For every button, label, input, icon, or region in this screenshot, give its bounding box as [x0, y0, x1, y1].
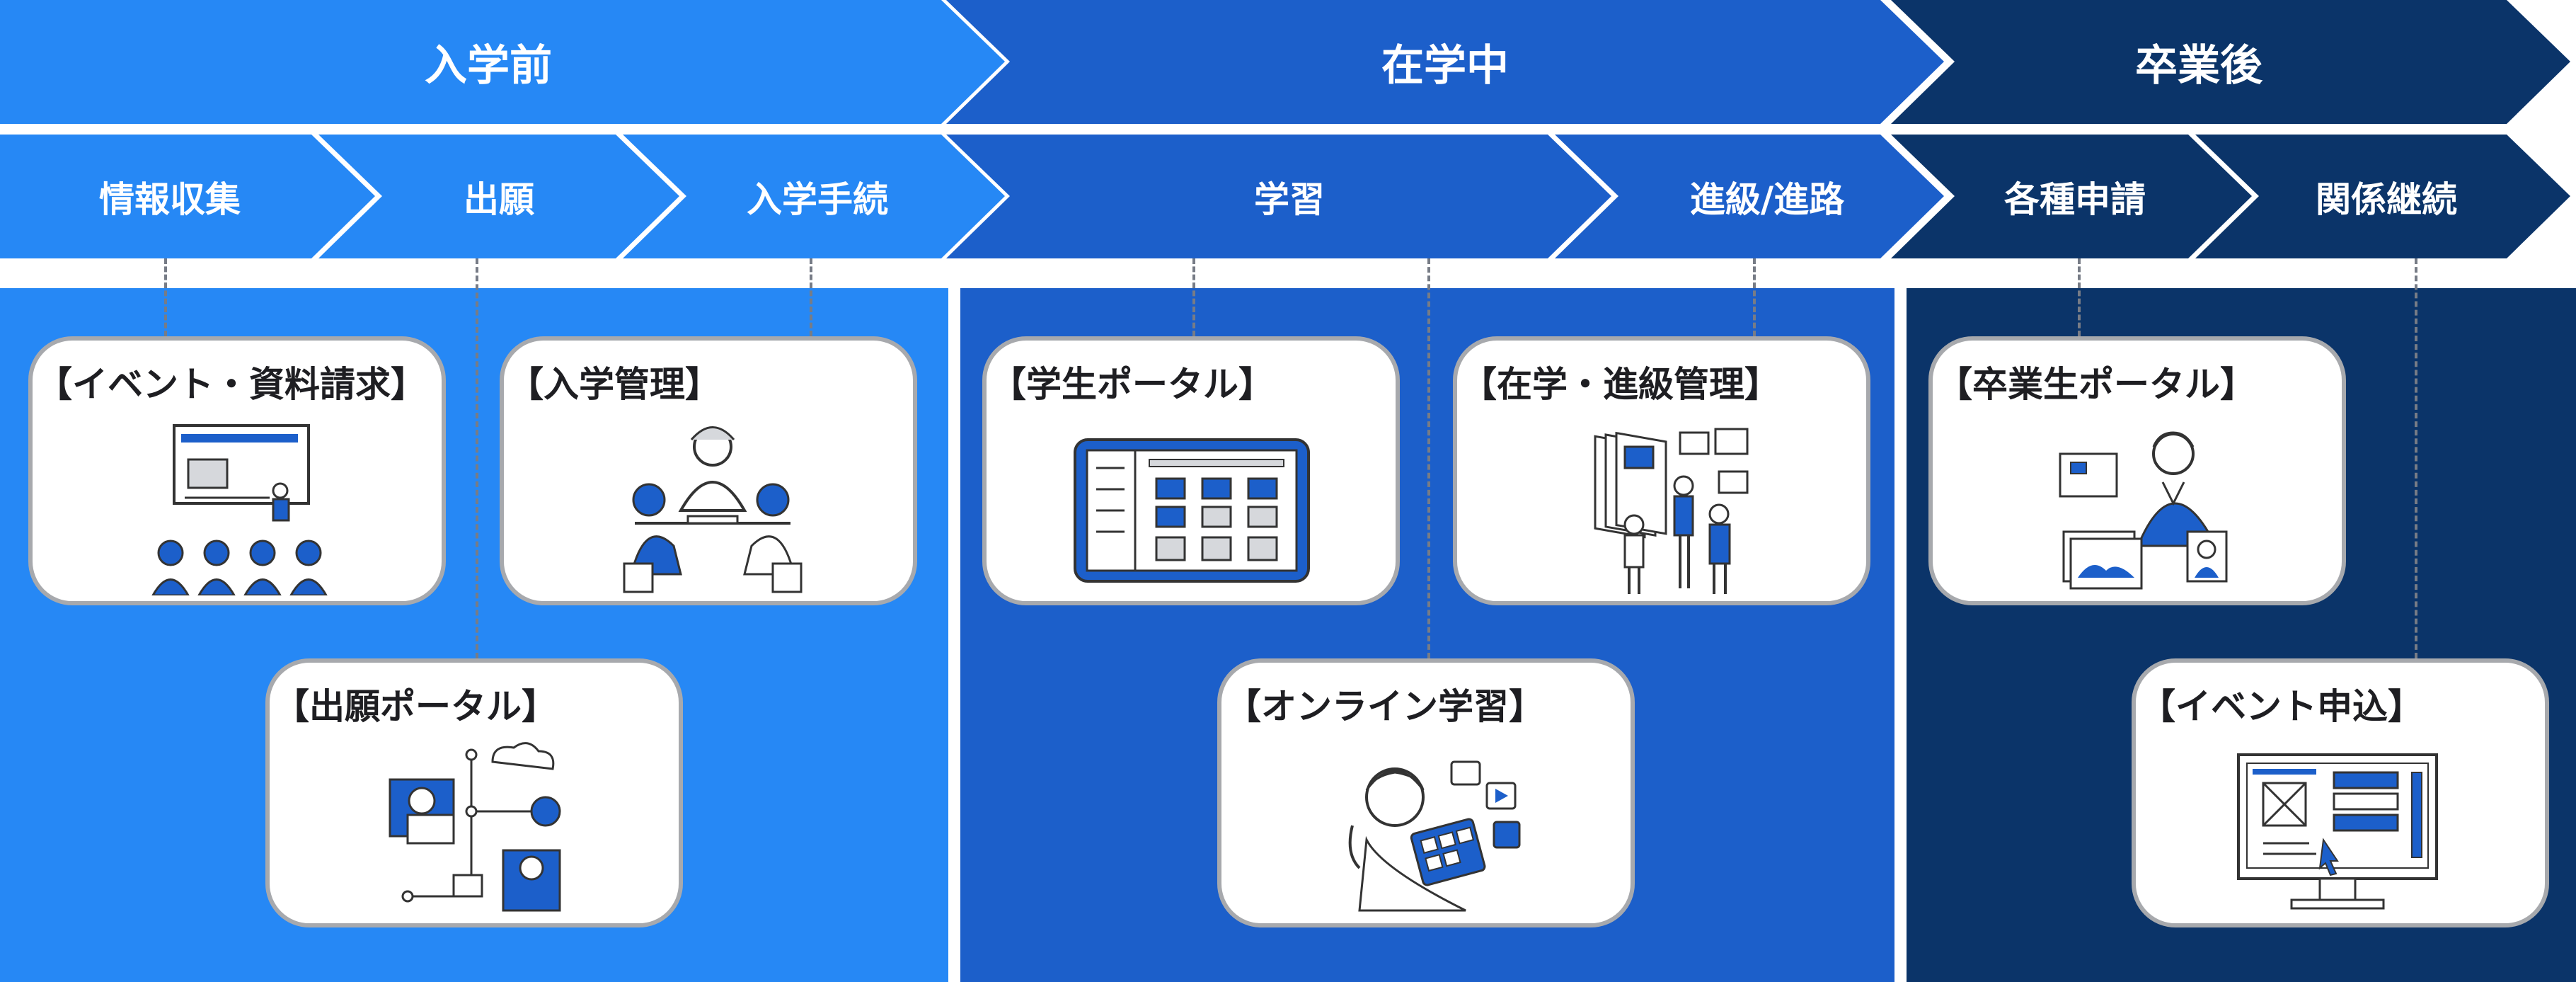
- card-alumni-portal[interactable]: 【卒業生ポータル】: [1928, 336, 2346, 605]
- card-title: 【在学・進級管理】: [1461, 364, 1780, 405]
- step-arrow-shape: [1555, 135, 1944, 258]
- step-arrow-progression: 進級/進路: [1555, 135, 1965, 258]
- seminar-presentation-icon: [151, 424, 328, 595]
- card-application-portal[interactable]: 【出願ポータル】: [265, 658, 683, 927]
- step-label-enrollment: 入学手続: [747, 178, 888, 220]
- phase-arrow-shape: [946, 0, 1944, 124]
- step-arrow-info-gathering: 情報収集: [0, 135, 382, 258]
- step-arrow-shape: [2195, 135, 2570, 258]
- alumni-portal-photos-icon: [2059, 431, 2228, 590]
- card-enrollment-progression-management[interactable]: 【在学・進級管理】: [1453, 336, 1870, 605]
- document-management-team-icon: [1594, 428, 1749, 594]
- step-arrow-relationship: 関係継続: [2195, 135, 2576, 258]
- card-admission-management[interactable]: 【入学管理】: [500, 336, 917, 605]
- phase-label-pre-admission: 入学前: [425, 41, 552, 91]
- card-online-learning[interactable]: 【オンライン学習】: [1217, 658, 1635, 927]
- step-label-applications: 各種申請: [2004, 178, 2146, 220]
- step-arrow-learning: 学習: [946, 135, 1618, 258]
- phase-arrow-post-graduation: 卒業後: [1891, 0, 2576, 124]
- step-label-relationship: 関係継続: [2316, 178, 2457, 220]
- online-application-network-icon: [389, 742, 561, 912]
- connector-info-gathering: [164, 258, 167, 336]
- phase-label-post-graduation: 卒業後: [2135, 41, 2262, 91]
- connector-learning-online: [1427, 258, 1430, 658]
- online-learning-tablet-icon: [1348, 760, 1521, 912]
- step-arrow-applications: 各種申請: [1891, 135, 2259, 258]
- card-title: 【卒業生ポータル】: [1937, 364, 2255, 405]
- step-arrow-enrollment: 入学手続: [623, 135, 1012, 258]
- card-event-registration[interactable]: 【イベント申込】: [2132, 658, 2549, 927]
- phase-arrow-enrolled: 在学中: [946, 0, 1965, 124]
- card-title: 【オンライン学習】: [1226, 686, 1544, 727]
- card-title: 【学生ポータル】: [991, 364, 1274, 405]
- phase-arrow-shape: [0, 0, 1005, 124]
- step-label-learning: 学習: [1254, 178, 1325, 220]
- card-title: 【イベント・資料請求】: [37, 364, 426, 405]
- connector-application: [476, 258, 478, 658]
- step-arrow-shape: [1891, 135, 2252, 258]
- step-label-application: 出願: [464, 178, 534, 220]
- step-arrow-application: 出願: [318, 135, 686, 258]
- connector-progression: [1753, 258, 1756, 336]
- phase-label-enrolled: 在学中: [1381, 41, 1509, 91]
- admission-interview-icon: [623, 426, 803, 593]
- connector-learning-portal: [1192, 258, 1195, 336]
- step-arrow-shape: [946, 135, 1611, 258]
- card-title: 【入学管理】: [508, 364, 720, 405]
- card-student-portal[interactable]: 【学生ポータル】: [982, 336, 1400, 605]
- connector-applications: [2078, 258, 2081, 336]
- card-title: 【イベント申込】: [2140, 686, 2423, 727]
- phase-arrow-pre-admission: 入学前: [0, 0, 1012, 124]
- event-registration-monitor-icon: [2237, 753, 2438, 910]
- step-arrow-shape: [318, 135, 679, 258]
- student-portal-tablet-icon: [1074, 438, 1310, 583]
- step-label-info-gathering: 情報収集: [99, 178, 241, 220]
- connector-enrollment: [810, 258, 812, 336]
- card-title: 【出願ポータル】: [274, 686, 557, 727]
- step-arrow-shape: [623, 135, 1005, 258]
- phase-arrow-shape: [1891, 0, 2570, 124]
- step-label-progression: 進級/進路: [1689, 178, 1845, 220]
- connector-relationship: [2415, 258, 2417, 658]
- step-arrow-shape: [0, 135, 375, 258]
- card-event-materials-request[interactable]: 【イベント・資料請求】: [28, 336, 446, 605]
